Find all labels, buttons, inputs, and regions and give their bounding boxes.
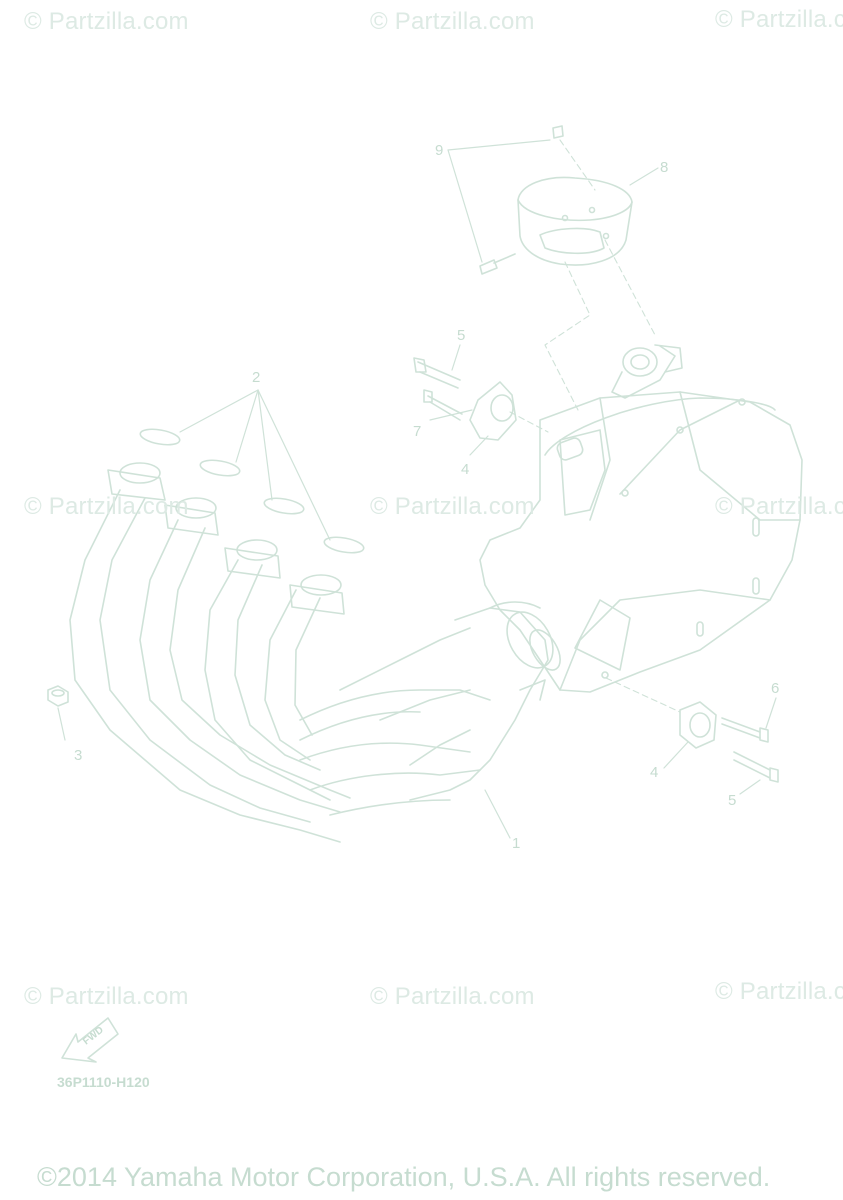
gaskets [139, 428, 365, 554]
damper-upper [469, 381, 517, 441]
watermark: © Partzilla.com [370, 493, 535, 520]
callout-3: 3 [74, 747, 83, 764]
alignment-lines [509, 139, 681, 713]
cover-bolts [479, 125, 564, 275]
callout-9: 9 [435, 142, 444, 159]
callout-4-upper: 4 [461, 461, 470, 478]
callout-6: 6 [771, 680, 780, 697]
fwd-label: FWD [81, 1025, 106, 1048]
watermark: © Partzilla.com [370, 983, 535, 1010]
header-pipes [69, 489, 491, 843]
callout-4-lower: 4 [650, 764, 659, 781]
watermark: © Partzilla.com [715, 6, 843, 33]
leader-lines [57, 139, 777, 839]
collector-pipe [409, 601, 561, 801]
muffler-outlet [611, 344, 683, 399]
bolts [413, 357, 779, 783]
watermark: © Partzilla.com [24, 983, 189, 1010]
nut [47, 685, 69, 707]
header-flanges [107, 462, 345, 615]
callout-5-upper: 5 [457, 327, 466, 344]
callout-2: 2 [252, 369, 261, 386]
copyright-notice: ©2014 Yamaha Motor Corporation, U.S.A. A… [37, 1162, 771, 1192]
muffler-body [479, 391, 803, 693]
fwd-arrow-icon: FWD [61, 1017, 119, 1063]
callout-1: 1 [512, 835, 521, 852]
damper-lower [679, 701, 717, 749]
watermark: © Partzilla.com [715, 978, 843, 1005]
watermark: © Partzilla.com [24, 8, 189, 35]
diagram-code: 36P1110-H120 [57, 1074, 150, 1090]
muffler-cover [517, 176, 633, 266]
watermark: © Partzilla.com [24, 493, 189, 520]
watermark: © Partzilla.com [370, 8, 535, 35]
callout-5-lower: 5 [728, 792, 737, 809]
callout-8: 8 [660, 159, 669, 176]
callout-7: 7 [413, 423, 422, 440]
watermark: © Partzilla.com [715, 493, 843, 520]
